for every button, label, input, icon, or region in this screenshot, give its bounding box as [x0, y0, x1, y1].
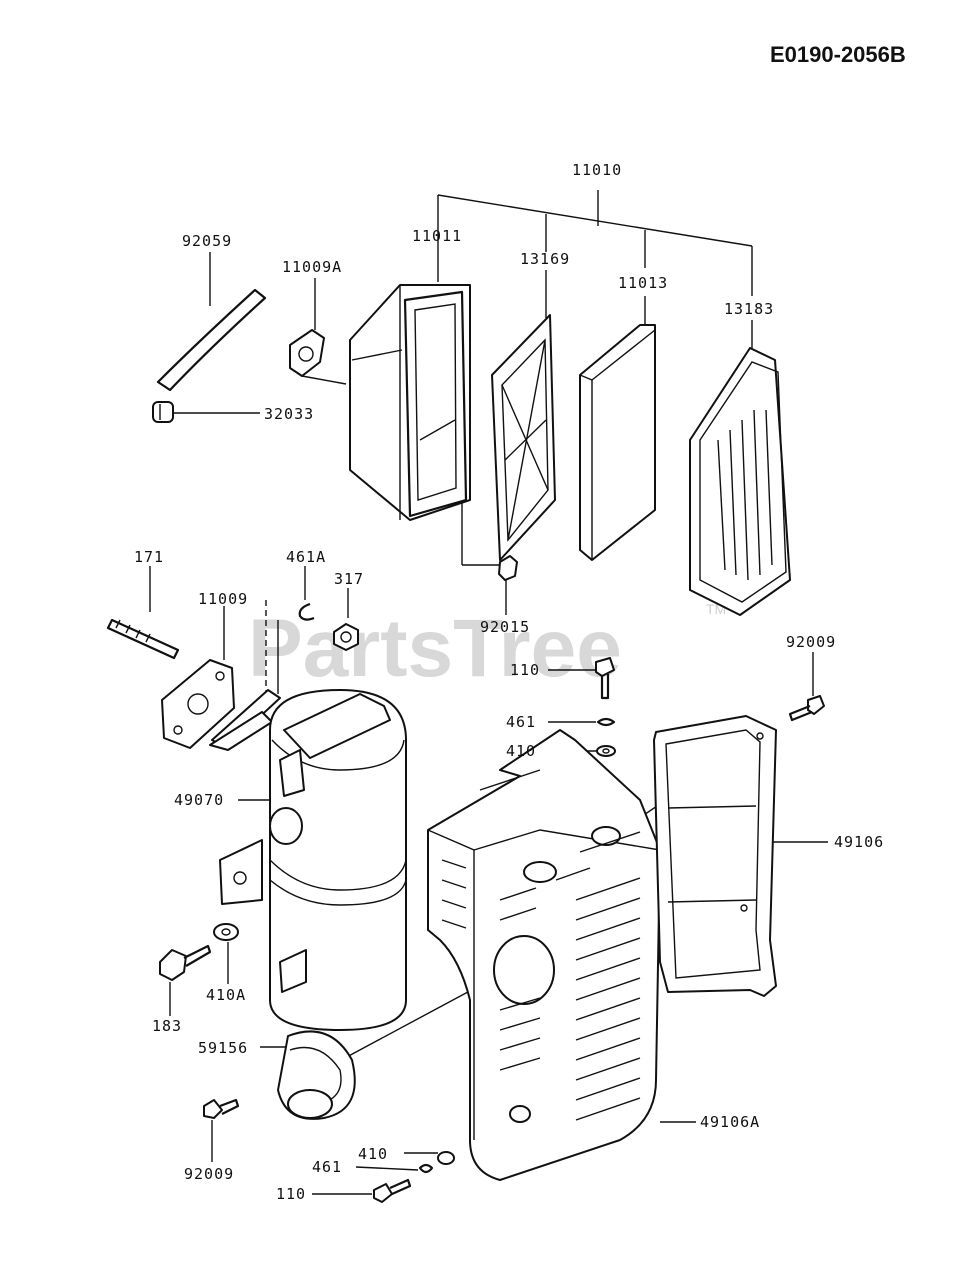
label-317: 317 — [334, 570, 364, 588]
label-461-bottom: 461 — [312, 1158, 342, 1176]
label-49106: 49106 — [834, 833, 884, 851]
part-110-bottom-bolt — [373, 1178, 412, 1203]
diagram-code: E0190-2056B — [770, 42, 906, 67]
part-92009-bottom-screw — [203, 1098, 240, 1119]
label-92059: 92059 — [182, 232, 232, 250]
part-13183-cover — [689, 347, 791, 616]
part-92059-tube — [156, 288, 267, 392]
label-59156: 59156 — [198, 1039, 248, 1057]
assembly-bracket-11010 — [437, 190, 753, 296]
part-labels: 11010 11011 13169 11013 13183 92059 1100… — [134, 161, 884, 1203]
label-110-top: 110 — [510, 661, 540, 679]
label-410-bottom: 410 — [358, 1145, 388, 1163]
part-11013-element — [579, 324, 656, 561]
label-410A: 410A — [206, 986, 246, 1004]
part-32033-clip — [152, 401, 174, 423]
label-461A: 461A — [286, 548, 326, 566]
part-410-top-washer — [596, 745, 616, 757]
label-13183: 13183 — [724, 300, 774, 318]
label-171: 171 — [134, 548, 164, 566]
label-11009A: 11009A — [282, 258, 342, 276]
part-461A-washer — [298, 602, 315, 621]
part-461-bottom-washer — [418, 1163, 434, 1174]
label-461-top: 461 — [506, 713, 536, 731]
part-92015-nut — [498, 555, 518, 581]
label-92015: 92015 — [480, 618, 530, 636]
part-317-nut — [333, 623, 359, 651]
part-410-bottom-washer — [437, 1151, 455, 1165]
watermark: PartsTree — [248, 603, 622, 694]
label-183: 183 — [152, 1017, 182, 1035]
label-11011: 11011 — [412, 227, 462, 245]
label-110-bottom: 110 — [276, 1185, 306, 1203]
part-110-top-bolt — [595, 657, 615, 700]
label-32033: 32033 — [264, 405, 314, 423]
part-49070-muffler — [209, 689, 407, 1031]
part-49106-shield — [653, 715, 777, 997]
part-13169-grid — [491, 314, 556, 561]
part-461-top-washer — [596, 717, 616, 727]
label-410-top: 410 — [506, 742, 536, 760]
label-92009-top: 92009 — [786, 633, 836, 651]
part-92009-top-screw — [788, 695, 825, 722]
part-59156-arrester — [277, 1030, 356, 1120]
label-11013: 11013 — [618, 274, 668, 292]
part-410A-washer — [213, 923, 239, 941]
part-49106A-shroud — [427, 729, 661, 1181]
part-11009-gasket — [161, 659, 235, 749]
part-183-bolt — [159, 944, 212, 981]
part-11009A-gasket — [289, 329, 325, 377]
label-13169: 13169 — [520, 250, 570, 268]
label-11010: 11010 — [572, 161, 622, 179]
label-49070: 49070 — [174, 791, 224, 809]
label-49106A: 49106A — [700, 1113, 760, 1131]
label-11009: 11009 — [198, 590, 248, 608]
part-171-stud — [106, 618, 180, 660]
label-92009-bottom: 92009 — [184, 1165, 234, 1183]
part-11011-case — [349, 284, 471, 521]
